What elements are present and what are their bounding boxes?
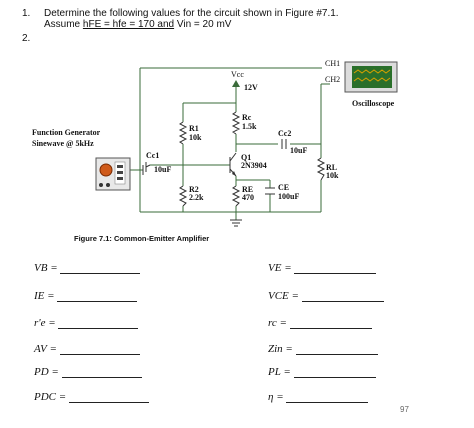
rl-resistor-icon [316,157,326,181]
cc1-capacitor-icon [142,162,151,175]
answer-blank-line[interactable] [61,367,142,378]
r1-name: R1 [189,124,199,133]
q1-model: 2N3904 [241,161,267,170]
question-1-number: 1. [22,8,31,19]
resistors [178,111,326,207]
question-1-given: Assume hFE = hfe = 170 and Vin = 20 mV [44,19,231,31]
q1-name: Q1 [241,153,251,162]
answer-blank-line[interactable] [289,318,372,329]
rc-resistor-icon [231,111,241,135]
vcc-arrow-icon [232,80,240,87]
answer-blank-line[interactable] [286,392,369,403]
r2-resistor-icon [178,185,188,207]
answer-blank-line[interactable] [68,392,149,403]
answer-row-right: VCE = [268,290,384,302]
given-vin: Vin = 20 mV [176,19,232,30]
r2-value: 2.2k [189,193,204,202]
page-number: 97 [400,405,409,414]
answer-label: PL = [268,366,294,378]
answer-label: VCE = [268,290,302,302]
rc-name: Rc [242,113,252,122]
answer-label: η = [268,391,287,403]
answer-row-right: η = [268,391,369,403]
cc1-value: 10uF [154,165,171,174]
r1-value: 10k [189,133,202,142]
circuit-diagram: Vcc 12V R1 10k Rc 1.5k R2 2.2k RE 470 RL… [32,59,398,227]
answer-row-left: PD = [34,366,142,378]
osc-ch1-label: CH1 [325,59,340,68]
emitter-arrow-icon [232,171,236,176]
answer-row-left: VB = [34,262,141,274]
answer-row-right: PL = [268,366,376,378]
answer-blank-line[interactable] [293,367,376,378]
re-value: 470 [242,193,254,202]
answer-label: PDC = [34,391,69,403]
r1-resistor-icon [178,121,188,145]
oscilloscope-title: Oscilloscope [352,99,395,108]
answer-label: VE = [268,262,295,274]
answer-blank-line[interactable] [58,318,139,329]
given-beta: hFE = hfe = 170 and [82,19,175,30]
answer-label: VB = [34,262,61,274]
ce-capacitor-icon [265,187,275,195]
cc2-capacitor-icon [281,139,287,149]
answer-blank-line[interactable] [295,344,378,355]
answer-label: r'e = [34,317,59,329]
answer-row-right: Zin = [268,343,378,355]
question-2-number: 2. [22,33,31,44]
answer-row-right: VE = [268,262,377,274]
ce-name: CE [278,183,289,192]
function-generator-subtitle: Sinewave @ 5kHz [32,139,94,148]
figure-caption: Figure 7.1: Common-Emitter Amplifier [74,234,210,243]
ce-value: 100uF [278,192,299,201]
rl-value: 10k [326,171,339,180]
given-prefix: Assume [44,19,83,30]
answer-label: PD = [34,366,62,378]
vcc-label: Vcc [231,70,244,79]
answer-row-left: IE = [34,290,138,302]
re-resistor-icon [231,185,241,207]
function-generator-icon [95,157,131,191]
r2-name: R2 [189,185,199,194]
answer-label: rc = [268,317,290,329]
cc2-name: Cc2 [278,129,291,138]
answer-label: AV = [34,343,60,355]
answer-blank-line[interactable] [294,263,377,274]
answer-label: IE = [34,290,58,302]
answer-blank-line[interactable] [57,291,138,302]
cc1-name: Cc1 [146,151,159,160]
answer-row-left: r'e = [34,317,139,329]
question-1-text: Determine the following values for the c… [44,8,339,19]
answer-label: Zin = [268,343,296,355]
oscilloscope-icon [344,61,398,93]
answer-row-left: AV = [34,343,140,355]
answer-row-left: PDC = [34,391,149,403]
answer-blank-line[interactable] [60,263,141,274]
circuit-wires [130,67,330,220]
cc2-value: 10uF [290,146,307,155]
capacitors [142,139,287,195]
answer-row-right: rc = [268,317,372,329]
answer-blank-line[interactable] [301,291,384,302]
vcc-value: 12V [244,83,258,92]
osc-ch2-label: CH2 [325,75,340,84]
ground-icon [230,219,242,227]
re-name: RE [242,185,253,194]
rc-value: 1.5k [242,122,257,131]
function-generator-title: Function Generator [32,128,101,137]
rl-name: RL [326,163,337,172]
answer-blank-line[interactable] [59,344,140,355]
